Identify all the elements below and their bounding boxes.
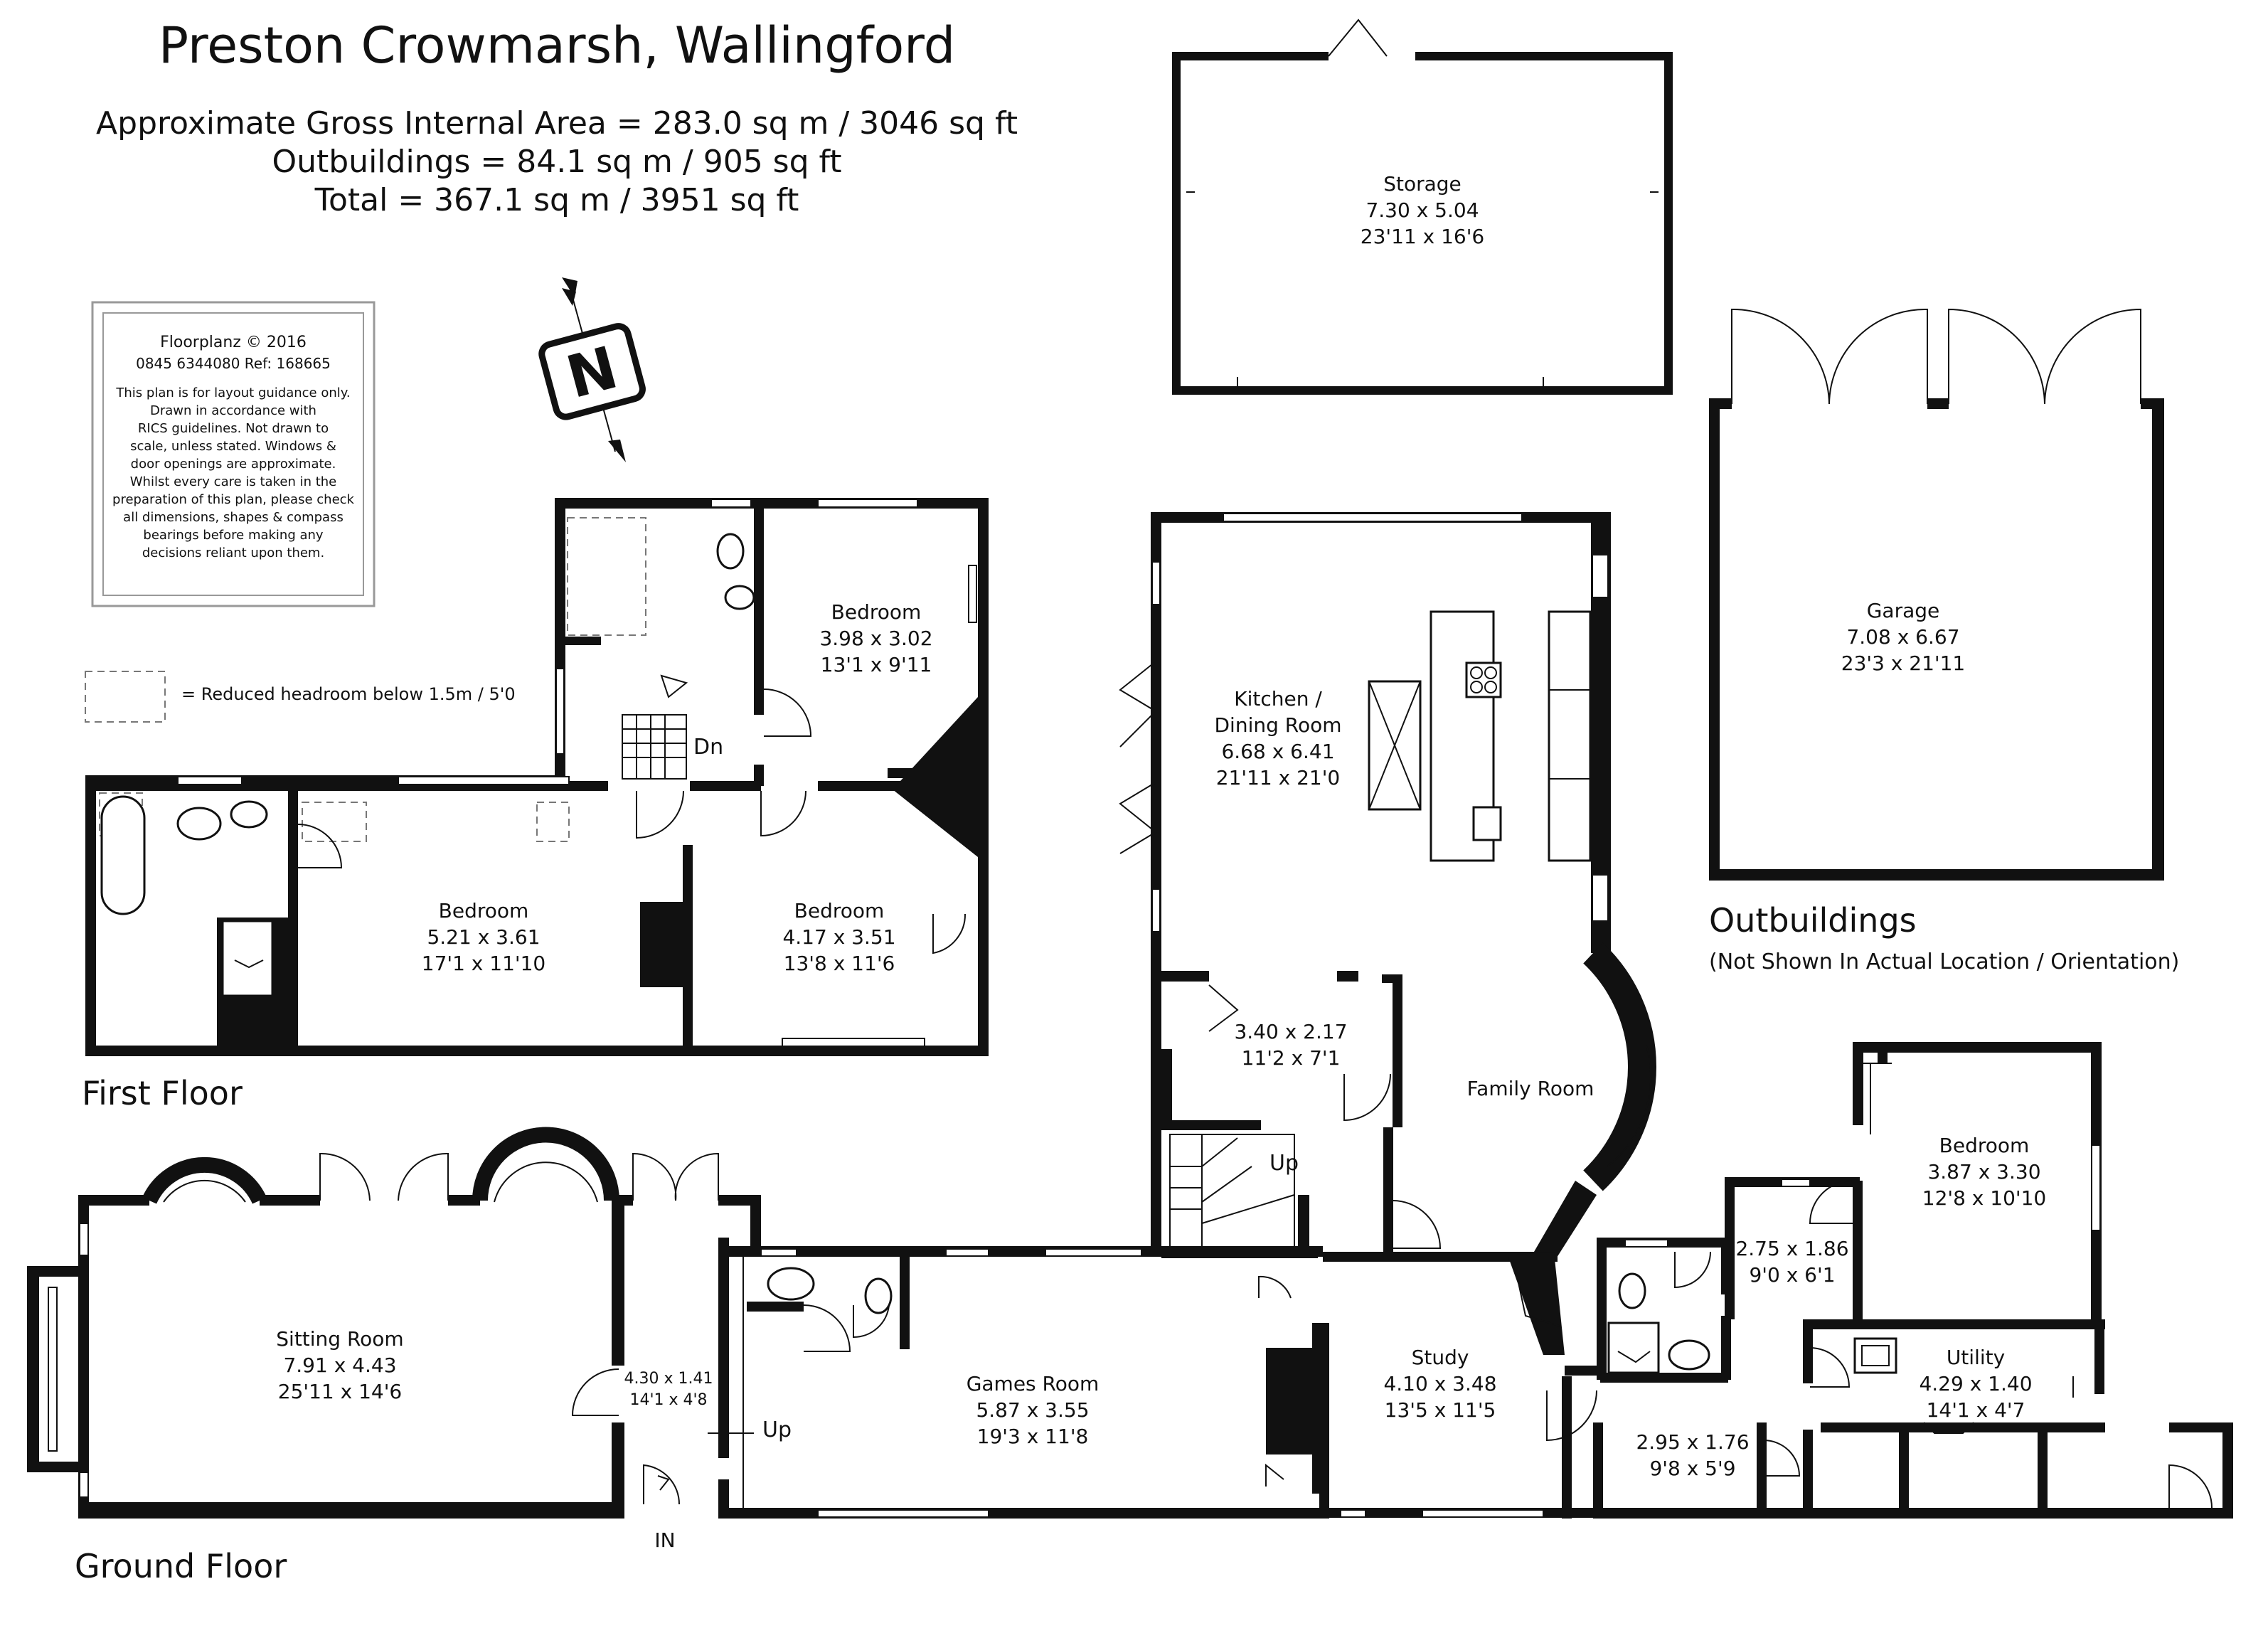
room-a-imperial: 9'0 x 6'1 <box>1749 1263 1835 1287</box>
disclaimer-line: Drawn in accordance with <box>150 403 316 418</box>
disclaimer-line: door openings are approximate. <box>131 457 336 472</box>
plan-title: Preston Crowmarsh, Wallingford <box>159 16 955 75</box>
headroom-legend-text: = Reduced headroom below 1.5m / 5'0 <box>181 684 516 704</box>
ff-bedroom-right-name: Bedroom <box>794 899 885 922</box>
kitchen-name-2: Dining Room <box>1214 713 1341 737</box>
kitchen-family-wing: Kitchen / Dining Room 6.68 x 6.41 21'11 … <box>1119 512 1656 1273</box>
disclaimer-contact: 0845 6344080 Ref: 168665 <box>136 355 331 372</box>
disclaimer-line: RICS guidelines. Not drawn to <box>138 421 329 436</box>
study-metric: 4.10 x 3.48 <box>1383 1372 1496 1395</box>
disclaimer-line: decisions reliant upon them. <box>142 546 324 560</box>
ff-bedroom-left-imperial: 17'1 x 11'10 <box>422 952 545 975</box>
disclaimer-line: preparation of this plan, please check <box>112 492 355 507</box>
room-b-metric: 2.95 x 1.76 <box>1636 1430 1749 1454</box>
garage-metric: 7.08 x 6.67 <box>1846 625 1959 649</box>
kitchen-metric: 6.68 x 6.41 <box>1221 740 1334 763</box>
ground-floor-label: Ground Floor <box>75 1547 287 1585</box>
disclaimer-box: Floorplanz © 2016 0845 6344080 Ref: 1686… <box>91 301 376 607</box>
ff-bedroom-top-name: Bedroom <box>831 600 922 624</box>
ground-floor-plan: 4.30 x 1.41 14'1 x 4'8 IN Up Games Room … <box>27 1127 1325 1552</box>
small-room-imperial: 11'2 x 7'1 <box>1242 1046 1341 1070</box>
disclaimer-line: scale, unless stated. Windows & <box>130 439 336 454</box>
first-floor-label: First Floor <box>82 1074 243 1112</box>
garage-name: Garage <box>1867 599 1940 622</box>
storage-imperial: 23'11 x 16'6 <box>1361 225 1484 248</box>
headroom-legend-swatch <box>85 671 166 723</box>
hall-imperial: 14'1 x 4'8 <box>629 1391 707 1409</box>
utility-imperial: 14'1 x 4'7 <box>1927 1398 2025 1422</box>
room-b-imperial: 9'8 x 5'9 <box>1649 1457 1735 1480</box>
area-line-internal: Approximate Gross Internal Area = 283.0 … <box>96 105 1018 142</box>
disclaimer-line: bearings before making any <box>143 528 323 543</box>
games-room-imperial: 19'3 x 11'8 <box>977 1425 1089 1448</box>
outbuildings-label: Outbuildings <box>1709 901 1917 940</box>
utility-name: Utility <box>1947 1346 2005 1369</box>
hall-up-label: Up <box>762 1418 792 1442</box>
north-compass-icon: N <box>538 277 646 462</box>
garage-imperial: 23'3 x 21'11 <box>1841 652 1965 675</box>
sitting-room-name: Sitting Room <box>276 1327 403 1351</box>
small-room-metric: 3.40 x 2.17 <box>1234 1020 1347 1043</box>
ff-bedroom-right-metric: 4.17 x 3.51 <box>782 925 895 949</box>
area-line-total: Total = 367.1 sq m / 3951 sq ft <box>314 182 799 218</box>
utility-metric: 4.29 x 1.40 <box>1919 1372 2032 1395</box>
games-room-name: Games Room <box>967 1372 1100 1395</box>
storage-metric: 7.30 x 5.04 <box>1365 198 1479 222</box>
kitchen-imperial: 21'11 x 21'0 <box>1216 766 1340 789</box>
headroom-legend: = Reduced headroom below 1.5m / 5'0 <box>85 671 516 723</box>
entrance-label: IN <box>654 1528 675 1552</box>
outbuildings-note: (Not Shown In Actual Location / Orientat… <box>1709 950 2179 974</box>
family-room-name: Family Room <box>1467 1077 1594 1100</box>
games-room-metric: 5.87 x 3.55 <box>976 1398 1089 1422</box>
ff-bedroom-top-imperial: 13'1 x 9'11 <box>821 653 932 676</box>
gf-bedroom-imperial: 12'8 x 10'10 <box>1922 1186 2046 1210</box>
ff-bedroom-top-metric: 3.98 x 3.02 <box>819 627 932 650</box>
room-a-metric: 2.75 x 1.86 <box>1735 1237 1848 1260</box>
study-name: Study <box>1412 1346 1469 1369</box>
header: Preston Crowmarsh, Wallingford Approxima… <box>96 16 1018 218</box>
garage-building: Garage 7.08 x 6.67 23'3 x 21'11 <box>1709 308 2164 881</box>
ff-bedroom-left-name: Bedroom <box>439 899 529 922</box>
kitchen-name-1: Kitchen / <box>1234 687 1322 711</box>
sitting-room-metric: 7.91 x 4.43 <box>283 1354 396 1377</box>
disclaimer-company: Floorplanz © 2016 <box>160 334 307 351</box>
first-floor-stairs <box>622 714 687 780</box>
area-line-outbuildings: Outbuildings = 84.1 sq m / 905 sq ft <box>272 144 841 180</box>
disclaimer-line: Whilst every care is taken in the <box>130 474 337 489</box>
ground-floor-stairs-up-label: Up <box>1269 1151 1299 1176</box>
hall-metric: 4.30 x 1.41 <box>624 1370 713 1388</box>
disclaimer-line: This plan is for layout guidance only. <box>115 385 350 400</box>
sitting-room-imperial: 25'11 x 14'6 <box>278 1380 402 1403</box>
gf-bedroom-name: Bedroom <box>1939 1134 2030 1157</box>
storage-name: Storage <box>1383 172 1462 196</box>
ground-floor-east-wing: Study 4.10 x 3.48 13'5 x 11'5 Bedroom 3.… <box>1319 1042 2233 1519</box>
ff-bedroom-left-metric: 5.21 x 3.61 <box>427 925 540 949</box>
storage-building: Storage 7.30 x 5.04 23'11 x 16'6 <box>1172 18 1673 395</box>
ff-bedroom-right-imperial: 13'8 x 11'6 <box>784 952 895 975</box>
disclaimer-line: all dimensions, shapes & compass <box>123 510 344 525</box>
study-imperial: 13'5 x 11'5 <box>1385 1398 1496 1422</box>
gf-bedroom-metric: 3.87 x 3.30 <box>1927 1160 2040 1184</box>
first-floor-plan: Dn Bedroom 3.98 x 3.02 13'1 x 9'11 Bedro… <box>85 498 989 1056</box>
first-floor-dn-label: Dn <box>693 735 723 760</box>
